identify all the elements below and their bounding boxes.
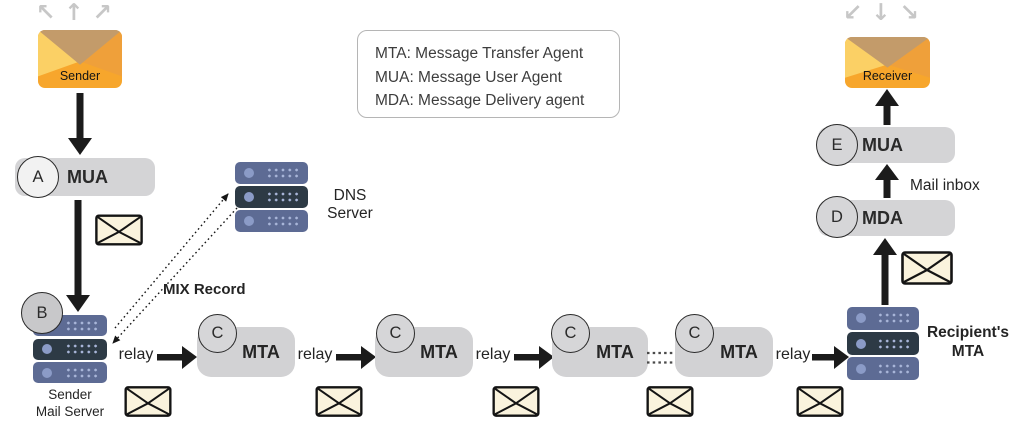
legend-line-mua: MUA: Message User Agent (375, 68, 562, 86)
sender-label: Sender (59, 69, 101, 83)
message-envelope-icon (315, 386, 363, 417)
server-unit (847, 307, 919, 330)
mail-inbox-label: Mail inbox (910, 177, 980, 194)
step-badge-e: E (816, 124, 858, 166)
arrow-mda-to-mua (875, 164, 899, 198)
arrow-up-icon: ↑ (64, 0, 84, 26)
server-unit (847, 357, 919, 381)
arrow-mua-to-receiver (875, 89, 899, 125)
arrow-down-right-icon: ↘ (899, 0, 919, 26)
receiver-envelope-icon: Receiver (845, 37, 930, 88)
message-envelope-icon (901, 251, 953, 285)
message-envelope-icon (796, 386, 844, 417)
server-unit (847, 332, 919, 355)
node-mua-sender-label: MUA (67, 166, 108, 187)
step-badge-c3: C (551, 314, 590, 353)
relay-arrow-2 (336, 346, 376, 369)
relay-label-2: relay (297, 346, 333, 363)
node-mta-3: MTA (552, 327, 648, 377)
step-badge-c2: C (376, 314, 415, 353)
server-unit (235, 210, 308, 233)
recipient-mta-label: Recipient's MTA (926, 324, 1010, 360)
server-unit (33, 362, 107, 383)
arrow-sender-to-mua (68, 93, 92, 155)
step-badge-c4: C (675, 314, 714, 353)
arrow-down-icon: ↓ (871, 0, 891, 26)
outgoing-rays-icon: ↖ ↑ ↗ (36, 2, 112, 25)
dns-server-label: DNS Server (327, 187, 373, 222)
arrow-down-left-icon: ↙ (843, 0, 863, 26)
step-badge-b: B (21, 292, 63, 334)
relay-arrow-1 (157, 346, 197, 369)
arrow-up-left-icon: ↖ (36, 0, 56, 26)
legend-line-mta: MTA: Message Transfer Agent (375, 45, 584, 62)
recipient-mta-server-icon (847, 307, 919, 381)
message-envelope-icon (124, 386, 172, 417)
message-envelope-icon (492, 386, 540, 417)
message-envelope-icon (646, 386, 694, 417)
node-mua-receiver-label: MUA (862, 134, 903, 155)
incoming-rays-icon: ↙ ↓ ↘ (843, 2, 919, 25)
server-unit (33, 338, 107, 360)
server-unit (235, 186, 308, 208)
relay-arrow-4 (812, 346, 849, 369)
server-unit (235, 162, 308, 184)
arrow-mua-to-mail-server (66, 200, 90, 312)
legend-box: MTA: Message Transfer Agent MUA: Message… (357, 30, 620, 118)
mix-record-label: MIX Record (163, 281, 246, 298)
receiver-label: Receiver (862, 69, 913, 83)
step-badge-c1: C (198, 314, 237, 353)
arrow-up-right-icon: ↗ (92, 0, 112, 26)
sender-mail-server-label: Sender Mail Server (35, 387, 105, 419)
node-mda-label: MDA (862, 207, 903, 228)
dns-server-icon (235, 162, 308, 233)
sender-envelope-icon: Sender (38, 30, 122, 88)
step-badge-d: D (816, 196, 858, 238)
relay-label-4: relay (775, 346, 811, 363)
relay-label-1: relay (118, 346, 154, 363)
relay-arrow-3 (514, 346, 554, 369)
legend-line-mda: MDA: Message Delivery agent (375, 92, 585, 109)
dns-lookup-dotted-arrows (112, 193, 238, 344)
arrow-server-to-mda (873, 238, 897, 305)
relay-label-3: relay (475, 346, 511, 363)
step-badge-a: A (17, 156, 59, 198)
message-envelope-icon (95, 214, 143, 246)
